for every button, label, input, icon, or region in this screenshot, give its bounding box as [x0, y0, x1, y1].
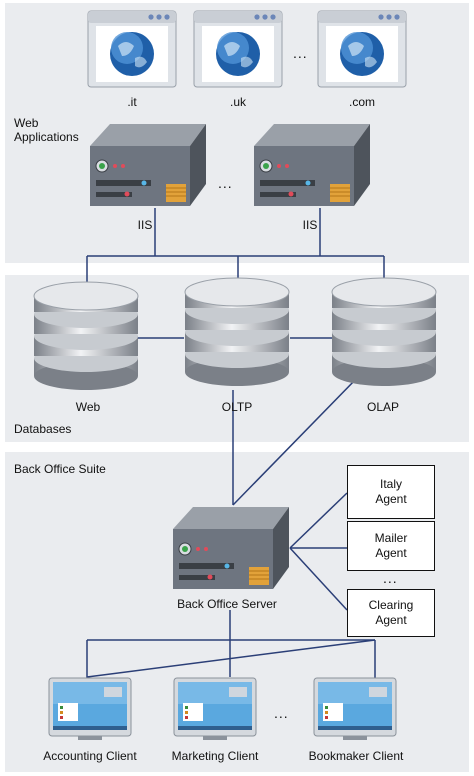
bookmaker-client [313, 677, 397, 741]
browser-label-com: .com [348, 95, 376, 109]
server-ellipsis: ... [218, 175, 233, 191]
accounting-client [48, 677, 132, 741]
globe-browser-icon [193, 10, 283, 88]
server-icon [90, 124, 206, 206]
database-label-web: Web [75, 400, 101, 414]
database-cylinder-icon [184, 277, 290, 386]
database-cylinder-icon [331, 277, 437, 386]
bookmaker-client-label: Bookmaker Client [308, 749, 404, 763]
agent-line: Agent [375, 492, 407, 506]
agent-line: Agent [375, 546, 407, 560]
server-icon [254, 124, 370, 206]
back-office-server-label: Back Office Server [177, 597, 277, 611]
agent-line: Clearing [368, 598, 414, 612]
browser-it [87, 10, 177, 88]
server-icon [173, 507, 289, 589]
database-web [30, 280, 142, 392]
agent-line: Mailer [374, 531, 408, 545]
back-office-suite-label: Back Office Suite [14, 462, 106, 476]
browser-label-it: .it [127, 95, 137, 109]
marketing-client [173, 677, 257, 741]
agent-ellipsis: ... [383, 570, 398, 586]
database-label-oltp: OLTP [221, 400, 253, 414]
iis-label-1: IIS [137, 218, 153, 232]
desktop-client-icon [48, 677, 132, 740]
browser-com [317, 10, 407, 88]
browser-ellipsis: ... [293, 45, 308, 61]
globe-browser-icon [317, 10, 407, 88]
iis-server-1 [82, 122, 210, 208]
database-cylinder-icon [33, 281, 139, 390]
databases-label: Databases [14, 422, 72, 436]
agent-line: Agent [375, 613, 407, 627]
marketing-client-label: Marketing Client [171, 749, 259, 763]
accounting-client-label: Accounting Client [43, 749, 137, 763]
browser-uk [193, 10, 283, 88]
database-label-olap: OLAP [366, 400, 400, 414]
iis-label-2: IIS [302, 218, 318, 232]
agent-line: Italy [379, 477, 402, 491]
desktop-client-icon [313, 677, 397, 740]
web-applications-label: Web Applications [14, 116, 79, 144]
globe-browser-icon [87, 10, 177, 88]
database-olap [328, 276, 440, 388]
desktop-client-icon [173, 677, 257, 740]
client-ellipsis: ... [274, 705, 289, 721]
back-office-server [165, 505, 293, 591]
browser-label-uk: .uk [229, 95, 247, 109]
iis-server-2 [246, 122, 374, 208]
database-oltp [181, 276, 293, 388]
